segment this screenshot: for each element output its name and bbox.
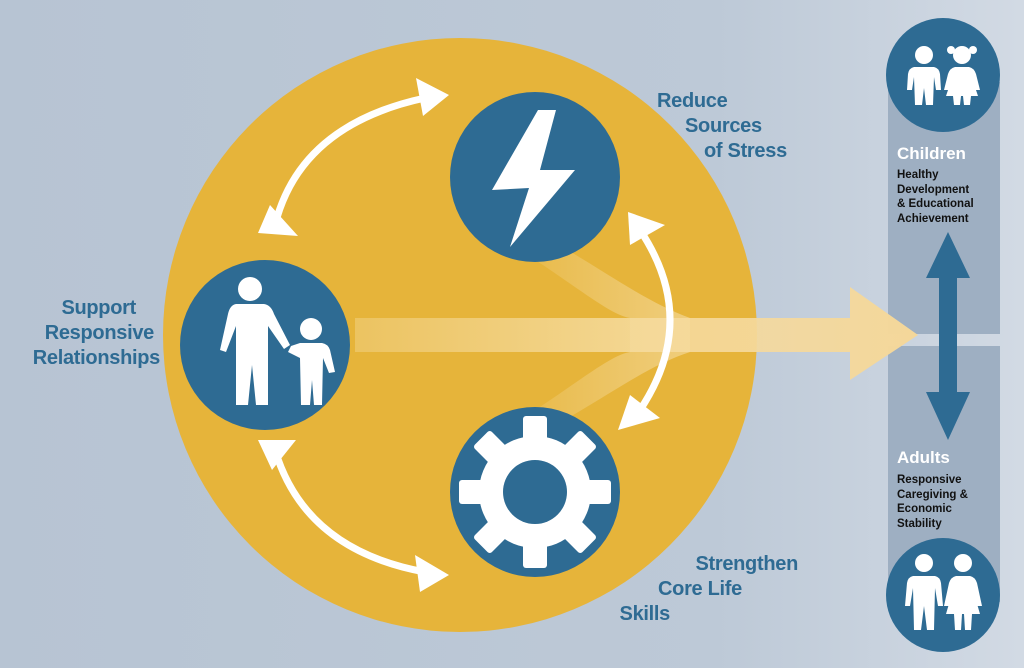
label-reduce-stress: Reduce Sources of Stress (657, 90, 787, 162)
lightning-bolt-icon (450, 92, 620, 262)
gear-icon (450, 407, 620, 577)
cycle-arrows (271, 94, 674, 576)
adults-title: Adults (897, 448, 950, 467)
arrow-head-icon (415, 555, 449, 592)
adult-and-child-icon (180, 260, 350, 430)
arrow-head-icon (258, 440, 296, 470)
label-strengthen-skills: Strengthen Core Life Skills (619, 553, 799, 625)
arrow-head-icon (258, 205, 298, 236)
adults-outcomes: Responsive Caregiving & Economic Stabili… (897, 474, 968, 530)
man-and-woman-icon (886, 538, 1000, 652)
boy-and-girl-icon (886, 18, 1000, 132)
arrow-head-icon (416, 78, 449, 116)
arrow-head-icon (628, 212, 665, 245)
arrow-head-icon (618, 395, 660, 430)
double-arrow-icon (926, 232, 970, 440)
label-support-relationships: Support Responsive Relationships (32, 297, 161, 369)
children-outcomes: Healthy Development & Educational Achiev… (897, 169, 974, 225)
children-title: Children (897, 144, 966, 163)
